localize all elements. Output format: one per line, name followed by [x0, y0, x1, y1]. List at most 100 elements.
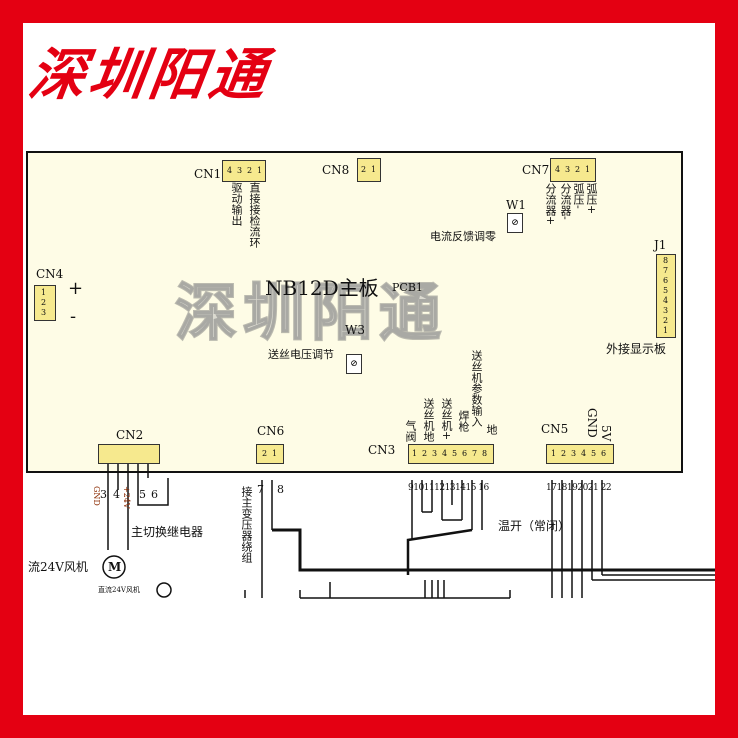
cn5-5v: 5V	[599, 425, 613, 442]
cn5-pin: 5	[591, 449, 597, 458]
cn4-pin: 2	[41, 298, 47, 307]
cn3-pin: 7	[472, 449, 478, 458]
cn5-gnd: GND	[585, 408, 599, 438]
cn3-label-5: 送丝机参数输入	[470, 350, 483, 427]
cn4-connector: 1 2 3	[34, 285, 56, 321]
j1-pin: 4	[663, 296, 669, 305]
cn6-label: 接主变压器绕组	[240, 486, 253, 563]
cn3-pin: 8	[482, 449, 488, 458]
cn6-num7: 7	[257, 483, 264, 496]
cn5-pin: 6	[601, 449, 607, 458]
cn2-pin6: 6	[151, 488, 158, 501]
cn1-label-b: 驱动输出	[230, 182, 243, 226]
cn6-num8: 8	[277, 483, 284, 496]
frame-border-right	[715, 0, 738, 738]
cn3-pin: 4	[442, 449, 448, 458]
j1-pin: 3	[663, 306, 669, 315]
cn4-pin: 3	[41, 308, 47, 317]
cn1-name: CN1	[194, 167, 222, 181]
fan-label: 流24V风机	[28, 560, 88, 574]
cn3-pin: 5	[452, 449, 458, 458]
cn6-name: CN6	[257, 424, 285, 438]
cn3-connector: 1 2 3 4 5 6 7 8	[408, 444, 494, 464]
j1-pin: 7	[663, 266, 669, 275]
cn3-pin: 6	[462, 449, 468, 458]
cn2-connector	[98, 444, 160, 464]
cn3-label-4: 焊枪	[457, 410, 470, 432]
cn7-pin: 3	[565, 165, 571, 174]
cn2-name: CN2	[116, 428, 144, 442]
cn7-label-d: 分流器+	[544, 183, 557, 226]
cn1-pin: 3	[237, 166, 243, 175]
cn5-pin: 3	[571, 449, 577, 458]
cn4-plus: +	[68, 278, 84, 299]
main-board	[26, 151, 683, 473]
cn7-label-a: 弧压+	[585, 183, 598, 215]
board-title: NB12D主板	[265, 276, 379, 300]
w1-potentiometer: ⊘	[507, 213, 523, 233]
w1-name: W1	[506, 198, 526, 212]
cn2-pin3: 3	[100, 488, 107, 501]
cn4-pin: 1	[41, 288, 47, 297]
cn5-label: 温开（常闭）	[498, 519, 571, 533]
cn3-label-3: 送丝机+	[440, 398, 453, 441]
cn8-name: CN8	[322, 163, 350, 177]
cn8-pin: 2	[361, 165, 367, 174]
cn1-pin: 1	[257, 166, 263, 175]
cn3-label-1: 气阀	[404, 420, 417, 442]
cn5-pin: 1	[551, 449, 557, 458]
cn2-pin4: 4	[113, 488, 120, 501]
j1-connector: 8 7 6 5 4 3 2 1	[656, 254, 676, 338]
cn3-pin: 1	[412, 449, 418, 458]
j1-pin: 1	[663, 326, 669, 335]
cn7-label-b: 弧压-	[572, 183, 585, 209]
cn8-pin: 1	[371, 165, 377, 174]
cn7-name: CN7	[522, 163, 550, 177]
w3-name: W3	[345, 323, 365, 337]
j1-pin: 5	[663, 286, 669, 295]
cn5-pin: 2	[561, 449, 567, 458]
cn1-pin: 4	[227, 166, 233, 175]
cn7-label-c: 分流器-	[559, 183, 572, 220]
j1-pin: 2	[663, 316, 669, 325]
cn5-pin: 4	[581, 449, 587, 458]
cn6-pin: 2	[262, 449, 268, 458]
cn3-pin: 2	[422, 449, 428, 458]
frame-border-bottom	[0, 715, 738, 738]
j1-pin: 8	[663, 256, 669, 265]
frame-border-top	[0, 0, 738, 23]
cn3-pin: 3	[432, 449, 438, 458]
relay-label: 主切换继电器	[131, 525, 204, 539]
cn6-pin: 1	[272, 449, 278, 458]
j1-name: J1	[654, 238, 667, 252]
cn2-gnd: GND	[92, 486, 101, 506]
cn2-pin5: 5	[139, 488, 146, 501]
cn1-pin: 2	[247, 166, 253, 175]
cn5-connector: 1 2 3 4 5 6	[546, 444, 614, 464]
cn5-name: CN5	[541, 422, 569, 436]
cn7-pin: 4	[555, 165, 561, 174]
watermark: 深圳阳通	[174, 275, 448, 350]
w1-label: 电流反馈调零	[430, 230, 496, 243]
cn4-minus: -	[70, 306, 77, 327]
cn7-connector: 4 3 2 1	[550, 158, 596, 182]
cn7-pin: 1	[585, 165, 591, 174]
fan-small-label: 直流24V风机	[98, 586, 140, 594]
cn8-connector: 2 1	[357, 158, 381, 182]
cn6-connector: 2 1	[256, 444, 284, 464]
cn4-name: CN4	[36, 267, 64, 281]
j1-pin: 6	[663, 276, 669, 285]
cn2-24v: +24V	[122, 486, 131, 509]
w3-label: 送丝电压调节	[268, 348, 334, 361]
cn1-connector: 4 3 2 1	[222, 160, 266, 182]
j1-label: 外接显示板	[606, 342, 667, 356]
cn3-wire-numbers: 9101112131415 16	[408, 483, 489, 493]
cn3-name: CN3	[368, 443, 396, 457]
cn7-pin: 2	[575, 165, 581, 174]
fan-motor: M	[108, 560, 122, 574]
frame-border-left	[0, 0, 23, 738]
cn1-label-a: 直接接检流环	[248, 182, 261, 248]
cn3-label-2: 送丝机地	[422, 398, 435, 442]
